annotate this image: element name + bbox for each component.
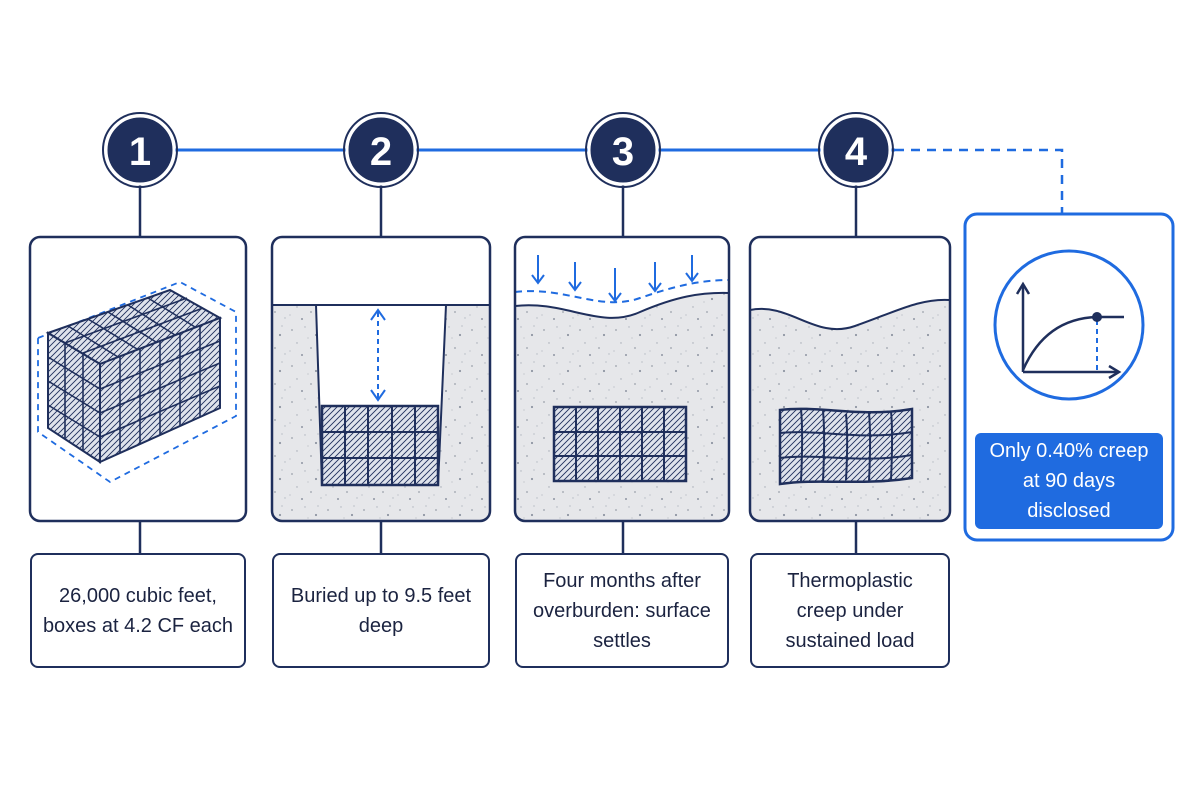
- step-4-number: 4: [845, 130, 868, 174]
- timeline-dashed-connector: [895, 148, 1064, 214]
- creep-curve-graph-icon: [993, 249, 1145, 401]
- step-4-caption: Thermoplastic creep under sustained load: [750, 553, 950, 668]
- callout-text-label: Only 0.40% creep at 90 days disclosed: [989, 440, 1149, 522]
- creep-callout-panel: [963, 212, 1175, 542]
- step-3-caption: Four months after overburden: surface se…: [515, 553, 729, 668]
- buried-trench-crate-icon: [272, 304, 490, 521]
- stacked-storage-crates-icon: [37, 281, 237, 484]
- step-3-number: 3: [612, 130, 634, 174]
- step-3-circle: 3: [585, 112, 661, 188]
- step-2-number: 2: [370, 130, 392, 174]
- deformed-crate-creep-icon: [750, 298, 950, 521]
- step-2-caption: Buried up to 9.5 feet deep: [272, 553, 490, 668]
- step-1-number: 1: [129, 130, 151, 174]
- panel-4: [748, 235, 952, 523]
- timeline: [138, 148, 1064, 553]
- step-3-caption-text: Four months after overburden: surface se…: [533, 569, 711, 652]
- step-1-caption: 26,000 cubic feet, boxes at 4.2 CF each: [30, 553, 246, 668]
- step-4-circle: 4: [818, 112, 894, 188]
- callout-text: Only 0.40% creep at 90 days disclosed: [975, 433, 1163, 529]
- step-2-caption-text: Buried up to 9.5 feet deep: [290, 584, 472, 637]
- panel-3: [513, 235, 731, 523]
- callout-text-box: [975, 433, 1163, 529]
- step-1-circle: 1: [102, 112, 178, 188]
- settling-surface-load-icon: [515, 255, 729, 521]
- step-4-caption-text: Thermoplastic creep under sustained load: [785, 569, 915, 652]
- step-2-circle: 2: [343, 112, 419, 188]
- step-1-caption-text: 26,000 cubic feet, boxes at 4.2 CF each: [42, 584, 234, 637]
- panel-2: [270, 235, 492, 523]
- panel-1: [28, 235, 248, 523]
